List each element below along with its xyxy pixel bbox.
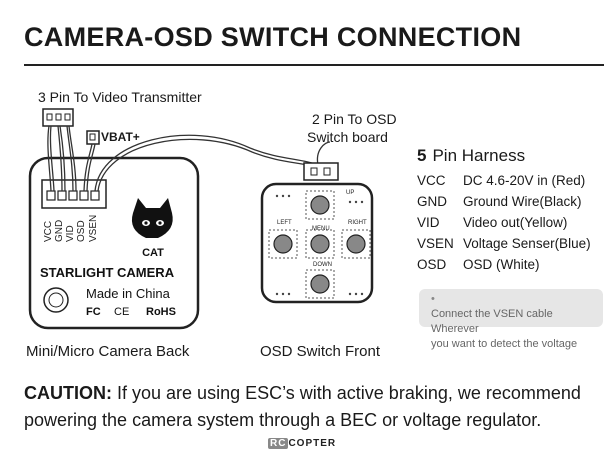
caution-label: CAUTION: xyxy=(24,383,112,403)
pin-row: GND Ground Wire(Black) xyxy=(417,191,591,212)
label-vbat: VBAT+ xyxy=(101,130,140,144)
note-line-2: you want to detect the voltage xyxy=(431,338,578,350)
label-3pin-vtx: 3 Pin To Video Transmitter xyxy=(38,89,202,105)
caution-line-1: If you are using ESC’s with active braki… xyxy=(117,383,581,403)
label-camera-back: Mini/Micro Camera Back xyxy=(26,343,190,360)
camera-pin-holes xyxy=(46,190,100,201)
osd-label-down: DOWN xyxy=(313,262,332,268)
note-line-1: • Connect the VSEN cable Wherever xyxy=(419,292,603,337)
label-switch-board: Switch board xyxy=(307,129,388,145)
pin-list: VCC DC 4.6-20V in (Red) GND Ground Wire(Bl… xyxy=(417,170,591,275)
vsen-note: • Connect the VSEN cable Wherever you wan… xyxy=(419,289,603,350)
osd-2pin-connector xyxy=(303,162,339,181)
brand-rc: RC xyxy=(268,438,289,449)
brand-name: COPTER xyxy=(288,438,337,449)
note-text-1: Connect the VSEN cable Wherever xyxy=(431,308,553,335)
pin-desc: OSD (White) xyxy=(463,257,540,272)
pin-code: VCC xyxy=(417,173,446,188)
pin-label-vcc: VCC xyxy=(43,221,54,242)
pin-row: VSEN Voltage Senser(Blue) xyxy=(417,233,591,254)
bullet-icon: • xyxy=(431,293,435,305)
cert-rohs: RoHS xyxy=(146,306,176,318)
cert-fc: FC xyxy=(86,306,101,318)
osd-buttons xyxy=(273,195,366,294)
cat-logo: CAT xyxy=(131,198,173,259)
pin-row: OSD OSD (White) xyxy=(417,254,591,275)
osd-label-right: RIGHT xyxy=(348,220,367,226)
caution-line-2: powering the camera system through a BEC… xyxy=(24,410,542,430)
title-underline xyxy=(24,64,604,66)
pin-code: GND xyxy=(417,194,447,209)
pin-desc: Ground Wire(Black) xyxy=(463,194,582,209)
page-title: CAMERA-OSD SWITCH CONNECTION xyxy=(24,22,522,52)
harness-title: Pin Harness xyxy=(432,146,526,165)
cert-ce: CE xyxy=(114,306,129,318)
pin-row: VCC DC 4.6-20V in (Red) xyxy=(417,170,591,191)
camera-name: STARLIGHT CAMERA xyxy=(40,265,175,280)
pin-label-vsen: VSEN xyxy=(88,215,99,242)
pin-row: VID Video out(Yellow) xyxy=(417,212,591,233)
camera-origin: Made in China xyxy=(86,286,171,301)
osd-label-up: UP xyxy=(346,190,354,196)
pin-desc: DC 4.6-20V in (Red) xyxy=(463,173,586,188)
pin-label-osd: OSD xyxy=(76,220,87,242)
harness-count: 5 xyxy=(417,146,427,165)
harness-heading: 5 Pin Harness xyxy=(417,146,525,166)
osd-button-up xyxy=(310,195,330,215)
caution-text: CAUTION: If you are using ESC’s with act… xyxy=(24,380,581,434)
label-2pin-osd: 2 Pin To OSD xyxy=(312,111,397,127)
osd-button-menu xyxy=(310,234,330,254)
cat-logo-text: CAT xyxy=(142,247,164,259)
pin-label-vid: VID xyxy=(65,225,76,242)
osd-button-right xyxy=(346,234,366,254)
harness-wires xyxy=(47,125,321,192)
label-osd-front: OSD Switch Front xyxy=(260,343,381,360)
osd-button-down xyxy=(310,274,330,294)
osd-label-left: LEFT xyxy=(277,220,292,226)
pin-desc: Voltage Senser(Blue) xyxy=(463,236,591,251)
osd-button-left xyxy=(273,234,293,254)
pin-desc: Video out(Yellow) xyxy=(463,215,568,230)
pin-code: VSEN xyxy=(417,236,454,251)
pin-label-gnd: GND xyxy=(54,220,65,242)
pin-code: VID xyxy=(417,215,440,230)
osd-label-menu: MENU xyxy=(312,226,330,232)
pin-code: OSD xyxy=(417,257,447,272)
